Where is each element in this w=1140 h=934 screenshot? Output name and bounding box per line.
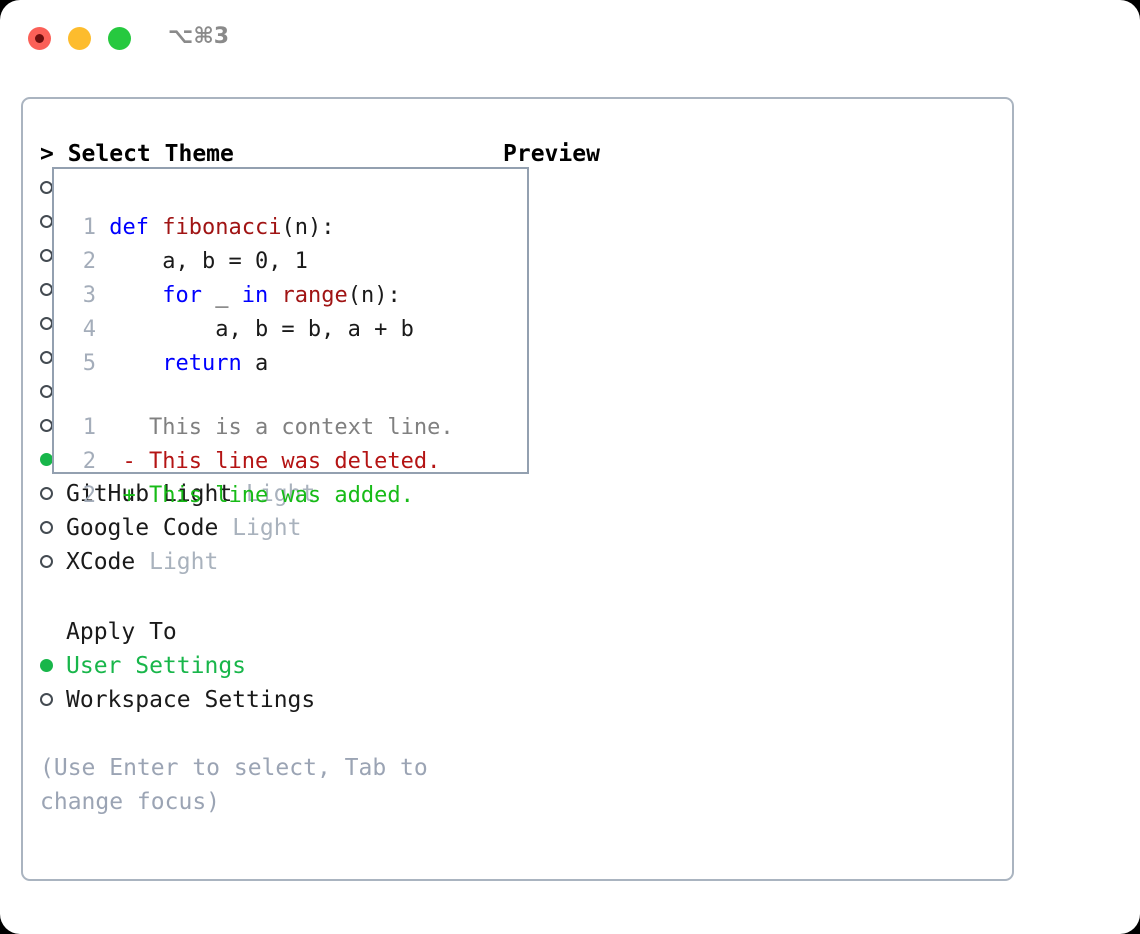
code-token: a — [241, 351, 269, 376]
line-number: 3 — [82, 283, 96, 308]
code-token: a, b = 0, 1 — [109, 249, 308, 274]
line-number: 1 — [82, 415, 96, 440]
code-token: _ — [201, 283, 242, 308]
content-panel: > Select Theme ANSI DarkAtom One DarkAyu… — [21, 97, 1014, 881]
theme-category-tag: Light — [246, 481, 316, 507]
diff-line: 2 - This line was deleted. — [70, 445, 520, 479]
theme-list-item[interactable]: GitHub Light Light — [40, 477, 500, 511]
code-token — [109, 351, 162, 376]
code-token: for — [162, 283, 202, 308]
line-number-gutter-space — [96, 317, 109, 342]
code-token: range — [281, 283, 348, 308]
theme-category-tag: Light — [232, 515, 302, 541]
radio-selected-icon[interactable] — [40, 649, 66, 683]
apply-to-option[interactable]: User Settings — [40, 649, 500, 683]
theme-name: XCode — [66, 549, 136, 575]
theme-category-tag: Light — [149, 549, 219, 575]
code-token: - This line was deleted. — [109, 449, 441, 474]
code-token — [268, 283, 281, 308]
theme-list-heading: > Select Theme — [40, 141, 234, 167]
radio-dot — [40, 693, 53, 706]
radio-dot — [40, 521, 53, 534]
diff-sample: 1 This is a context line.2 - This line w… — [70, 411, 520, 513]
radio-unselected-icon[interactable] — [40, 545, 66, 579]
line-number: 2 — [82, 249, 96, 274]
zoom-window-button[interactable] — [108, 27, 131, 50]
radio-dot — [40, 659, 53, 672]
code-token — [109, 283, 162, 308]
minimize-window-button[interactable] — [68, 27, 91, 50]
close-window-button[interactable] — [28, 27, 51, 50]
theme-name: Google Code — [66, 515, 219, 541]
theme-list-item[interactable]: XCode Light — [40, 545, 500, 579]
keyboard-shortcut-label: ⌥⌘3 — [168, 24, 230, 49]
apply-to-heading: Apply To — [40, 615, 500, 649]
code-token: a, b = b, a + b — [109, 317, 414, 342]
line-number-gutter-space — [96, 415, 109, 440]
theme-list-item[interactable]: Google Code Light — [40, 511, 500, 545]
code-token: (n): — [347, 283, 401, 308]
apply-to-option-label: Workspace Settings — [66, 687, 316, 713]
apply-to-option-label: User Settings — [66, 653, 247, 679]
code-line: 1 def fibonacci(n): — [70, 211, 520, 245]
line-number-gutter-space — [96, 449, 109, 474]
preview-heading: Preview — [503, 141, 600, 167]
title-bar: ⌥⌘3 — [0, 0, 1140, 78]
line-number: 4 — [82, 317, 96, 342]
code-token: + This line was added. — [109, 483, 414, 508]
theme-name-tag-space — [218, 515, 232, 541]
code-token: This is a context line. — [109, 415, 454, 440]
theme-name-tag-space — [135, 549, 149, 575]
code-token: in — [241, 283, 269, 308]
line-number: 1 — [82, 215, 96, 240]
code-line: 3 for _ in range(n): — [70, 279, 520, 313]
line-number-gutter-space — [96, 483, 109, 508]
line-number-gutter-space — [96, 283, 109, 308]
preview-section: Preview — [503, 137, 1003, 171]
code-line: 2 a, b = 0, 1 — [70, 245, 520, 279]
radio-dot — [40, 487, 53, 500]
code-token: fibonacci — [162, 215, 282, 240]
radio-unselected-icon[interactable] — [40, 511, 66, 545]
line-number-gutter-space — [96, 249, 109, 274]
apply-to-option[interactable]: Workspace Settings — [40, 683, 500, 717]
code-line: 4 a, b = b, a + b — [70, 313, 520, 347]
theme-name: GitHub Light — [66, 481, 233, 507]
radio-unselected-icon[interactable] — [40, 683, 66, 717]
line-number: 2 — [82, 449, 96, 474]
code-token: return — [162, 351, 242, 376]
hint-text: (Use Enter to select, Tab to change focu… — [40, 755, 442, 815]
line-number-gutter-space — [96, 215, 109, 240]
diff-line: 2 + This line was added. — [70, 479, 520, 513]
apply-to-heading-label: Apply To — [66, 619, 177, 645]
diff-line: 1 This is a context line. — [70, 411, 520, 445]
line-number: 2 — [82, 483, 96, 508]
line-number-gutter-space — [96, 351, 109, 376]
code-diff-spacer — [70, 381, 520, 411]
code-token: (n): — [281, 215, 335, 240]
code-token: def — [109, 215, 163, 240]
line-number: 5 — [82, 351, 96, 376]
radio-unselected-icon[interactable] — [40, 477, 66, 511]
radio-dot — [40, 555, 53, 568]
code-line: 5 return a — [70, 347, 520, 381]
